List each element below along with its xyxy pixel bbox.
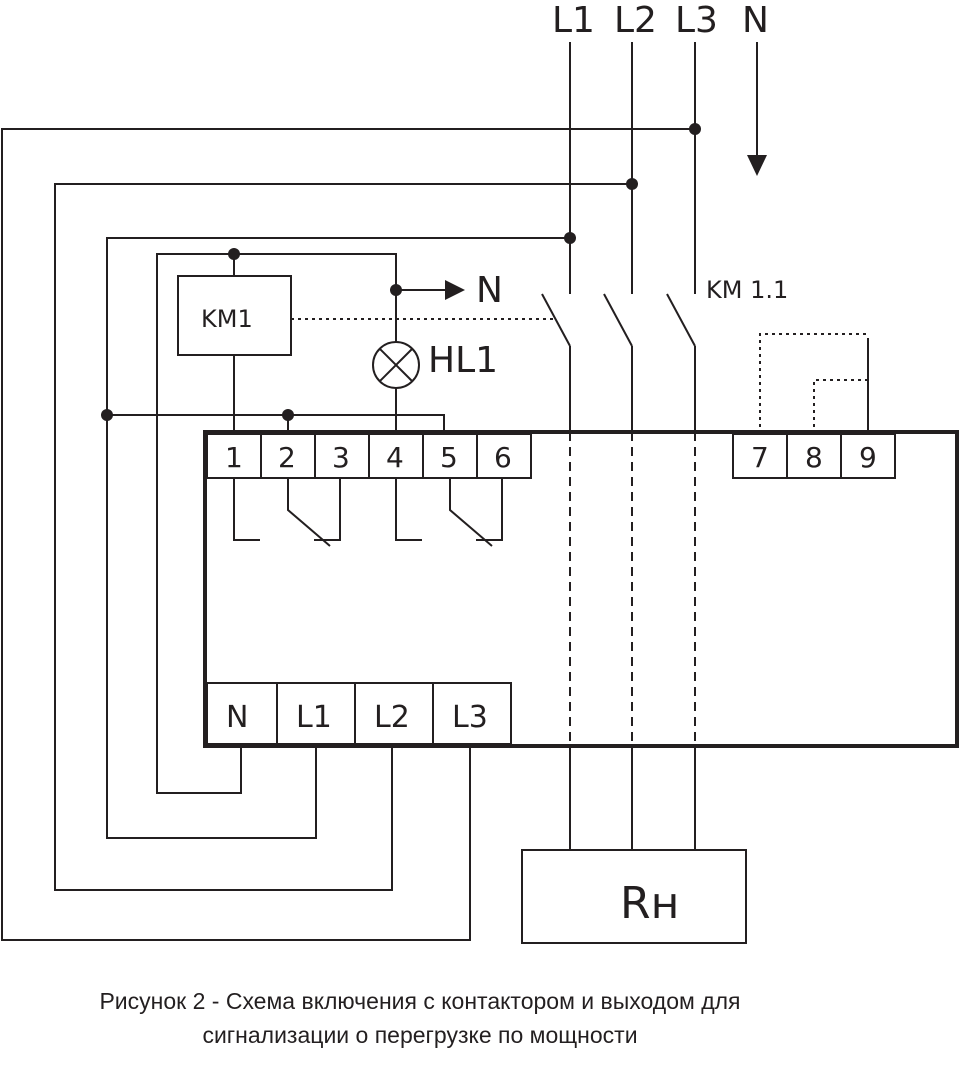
terminal-l2: L2 [374,700,410,735]
terminal-l3: L3 [452,700,488,735]
lamp-neutral-arrow [445,280,465,300]
terminal-n: N [226,700,248,735]
terminal-4: 4 [386,441,404,474]
figure-caption: Рисунок 2 - Схема включения с контакторо… [99,988,741,1048]
terminal-6: 6 [494,441,512,474]
terminal-5: 5 [440,441,458,474]
junctions [101,123,701,421]
terminal-3: 3 [332,441,350,474]
terminal-1: 1 [225,441,243,474]
contactor-contacts-label: KM 1.1 [706,276,788,304]
lamp-label: HL1 [428,340,498,381]
load-label: Rн [620,878,679,929]
supply-label-l3: L3 [675,0,718,41]
terminal-jumpers [759,333,869,434]
neutral-arrow [747,42,767,176]
lamp-icon [372,341,420,389]
supply-label-l1: L1 [552,0,595,41]
supply-label-l2: L2 [614,0,657,41]
contactor-contacts [541,293,696,432]
terminal-l1: L1 [296,700,332,735]
internal-paths [569,432,696,746]
supply-label-n: N [742,0,769,41]
terminal-9: 9 [859,441,877,474]
terminal-7: 7 [751,441,769,474]
control-wiring [1,128,695,941]
relay-body [203,430,959,748]
load-box [521,849,747,944]
terminal-8: 8 [805,441,823,474]
terminal-block-top [206,433,532,479]
lamp-neutral-label: N [476,270,503,311]
wiring-diagram: L1 L2 L3 N KM 1.1 Rн [1,0,959,944]
terminal-2: 2 [278,441,296,474]
internal-contacts [233,478,503,547]
contactor-coil-label: KM1 [201,305,253,333]
